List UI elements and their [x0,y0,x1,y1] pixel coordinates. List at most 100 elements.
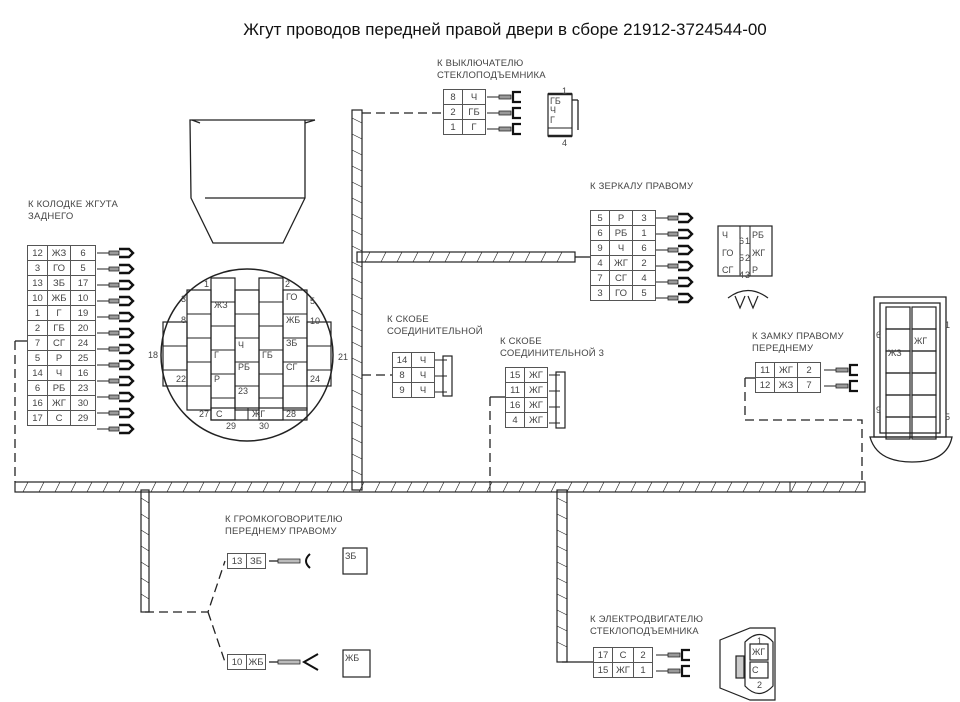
hatch [854,481,861,493]
harness-pin: 13 [227,553,247,569]
hatch [396,251,403,263]
socket-terminal-icon [835,383,849,389]
hatch [140,545,150,552]
dashed-wire [744,378,863,482]
pin-terminal-icon [667,263,679,269]
hatch [351,133,363,140]
wire-color: ЖГ [774,362,798,378]
switch-cavity-label: ГБ [550,96,561,106]
hatch [351,389,363,396]
rear-pin-number: 3 [181,294,187,304]
switch-label: К ВЫКЛЮЧАТЕЛЮ [437,58,524,69]
hatch [630,481,637,493]
wire-color: ГО [47,260,71,276]
socket-terminal-icon [835,367,849,373]
wire-color: ЖГ [47,395,71,411]
pin-terminal-icon [667,215,679,221]
harness-pin: 5 [590,210,610,226]
harness-pin: 11 [505,382,525,398]
wire-color: ГБ [462,104,486,120]
socket-icon [511,122,521,136]
rear-cavity-label: С [216,409,223,419]
connector-pin: 2 [633,647,653,663]
wire-color: ЖГ [612,662,634,678]
rear-pin-number: 8 [181,315,187,325]
motor-cavity-label: ЖГ [752,647,766,657]
rear-cavity-label: Ч [238,340,244,350]
wire-color: Ч [411,367,435,383]
socket-icon [680,648,690,662]
connector-pin: 16 [70,365,96,381]
pin-terminal-icon [667,279,679,285]
mirror-pin-number: 5 [739,253,745,263]
hatch [140,561,150,568]
hatch [422,481,429,493]
wire-color: РБ [47,380,71,396]
hatch [518,481,525,493]
lock-pin-number: 1 [945,320,951,330]
hatch [758,481,765,493]
lock-pin-number: 9 [876,405,882,415]
pin-arrow-icon [678,292,694,304]
hatch [351,149,363,156]
hatch [310,481,317,493]
connector-pin: 2 [632,255,656,271]
wire [304,119,316,124]
connector-pin: 6 [632,240,656,256]
hatch [556,251,563,263]
hatch [230,481,237,493]
hatch [444,251,451,263]
cavity [885,416,911,440]
harness-pin: 8 [392,367,412,383]
pin-terminal-icon [108,410,120,416]
harness-pin: 12 [27,245,48,261]
hatch [140,497,150,504]
harness-pin: 3 [27,260,48,276]
connector-pin: 19 [70,305,96,321]
hatch [22,481,29,493]
switch-pin-number: 1 [562,86,568,96]
socket-icon [511,90,521,104]
cavity [911,416,937,440]
wire-color: СГ [47,335,71,351]
wire-color: Г [47,305,71,321]
rear-cavity-label: Г [214,350,219,360]
hatch [502,481,509,493]
hatch [556,561,568,568]
cavity [749,661,769,679]
switch-cavity-label: Г [550,115,555,125]
pin-terminal-icon [108,298,120,304]
bracket-label: СОЕДИНИТЕЛЬНОЙ [387,326,483,337]
mirror-connector-face [717,225,773,277]
wire-color: ЗБ [47,275,71,291]
pin-arrow-icon [119,391,135,403]
wire-color: ЖБ [246,654,266,670]
pin-arrow-icon [119,311,135,323]
wire-color: С [47,410,71,426]
lock-cavity-label: ЖЗ [888,348,902,358]
harness-pin: 10 [27,290,48,306]
harness-pin: 14 [392,352,412,368]
jumper-bar [555,371,566,429]
pin-arrow-icon [678,212,694,224]
harness-pin: 17 [593,647,613,663]
lock-label: ПЕРЕДНЕМУ [752,343,814,354]
hatch [492,251,499,263]
cavity [885,394,911,418]
lock-cavity-label: ЖГ [914,336,928,346]
hatch [534,481,541,493]
